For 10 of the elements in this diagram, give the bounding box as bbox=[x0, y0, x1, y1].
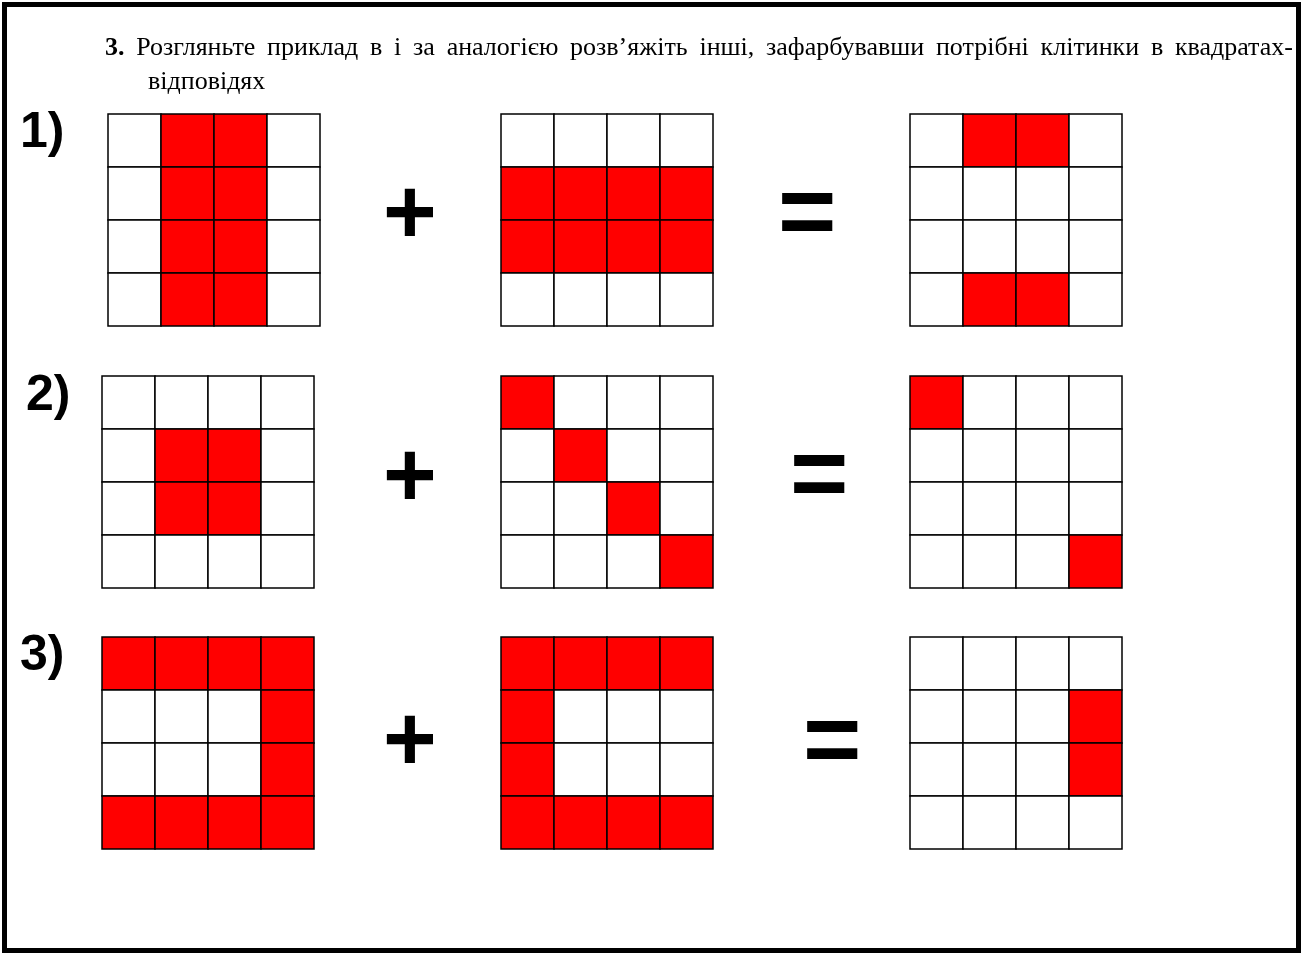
equals-sign: = bbox=[778, 160, 837, 260]
task-instruction: 3. Розгляньте приклад в і за аналогією розв’яжіть інші, зафарбувавши потрібні клітинки в квадратах-відповідях bbox=[105, 31, 1293, 97]
task-number: 3) bbox=[20, 628, 65, 678]
equals-sign: = bbox=[790, 422, 849, 522]
plus-sign: + bbox=[383, 165, 437, 257]
task-number: 1) bbox=[20, 105, 65, 155]
plus-sign: + bbox=[383, 428, 437, 520]
task-number: 2) bbox=[26, 368, 71, 418]
plus-sign: + bbox=[383, 692, 437, 784]
equals-sign: = bbox=[803, 688, 862, 788]
